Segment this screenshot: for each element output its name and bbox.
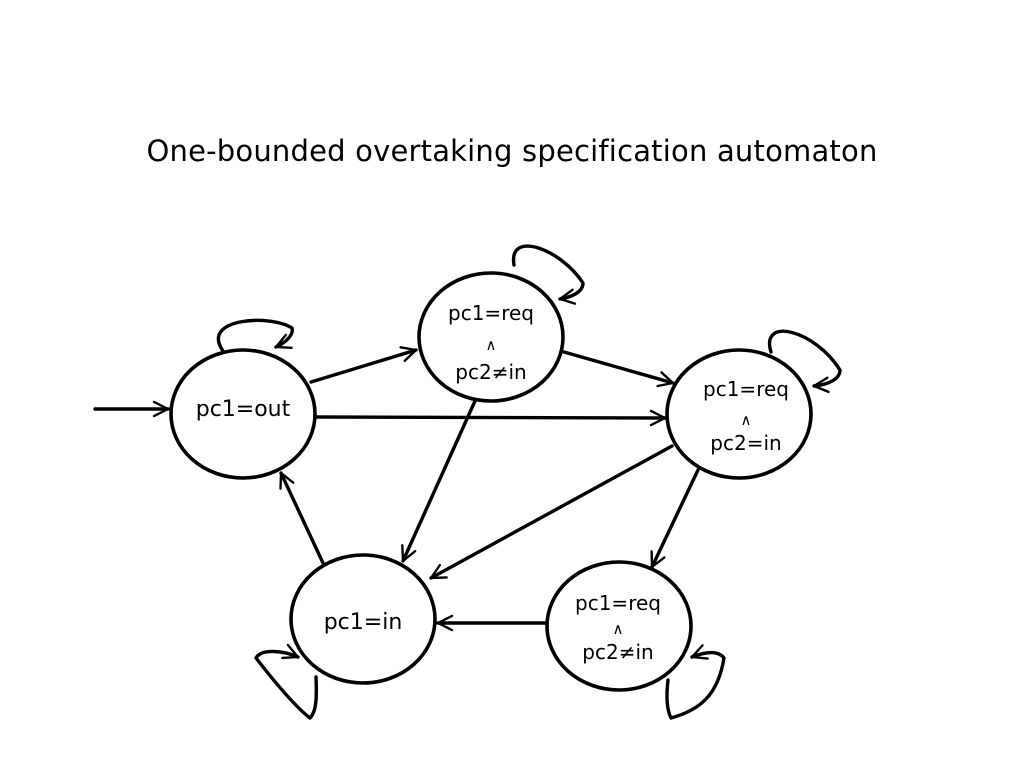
- state-label-line2: pc2≠in: [455, 360, 526, 384]
- edge-req2-to-in: [429, 444, 674, 580]
- loop-req1: [511, 244, 585, 305]
- state-label-line1: pc1=req: [448, 301, 534, 325]
- and-operator: ∧: [741, 411, 752, 429]
- loop-in: [254, 643, 319, 720]
- loop-req3: [665, 644, 726, 720]
- edge-out-to-req1: [309, 346, 418, 384]
- state-pc1-in: pc1=in: [289, 553, 437, 685]
- state-pc1-out: pc1=out: [169, 348, 317, 480]
- and-operator: ∧: [613, 620, 624, 638]
- state-label-line1: pc1=req: [575, 591, 661, 615]
- loop-req2: [767, 329, 842, 394]
- state-label-line2: pc2≠in: [582, 640, 653, 664]
- slide-title: One-bounded overtaking specification aut…: [146, 134, 878, 168]
- state-pc1-req-pc2-not-in-lower: pc1=req ∧ pc2≠in: [545, 560, 693, 692]
- edge-req1-to-req2: [562, 350, 675, 388]
- state-label: pc1=in: [324, 610, 403, 635]
- loop-out: [216, 318, 294, 353]
- edge-req2-to-req3: [650, 468, 700, 569]
- state-pc1-req-pc2-not-in: pc1=req ∧ pc2≠in: [417, 271, 565, 403]
- state-label-line2: pc2=in: [710, 431, 781, 455]
- and-operator: ∧: [486, 336, 497, 354]
- state-pc1-req-pc2-in: pc1=req ∧ pc2=in: [665, 348, 813, 480]
- state-label-line1: pc1=req: [703, 377, 789, 401]
- state-label: pc1=out: [196, 397, 291, 422]
- edge-req1-to-in: [401, 399, 477, 563]
- edge-in-to-out: [279, 471, 325, 565]
- edge-out-to-req2: [314, 409, 667, 427]
